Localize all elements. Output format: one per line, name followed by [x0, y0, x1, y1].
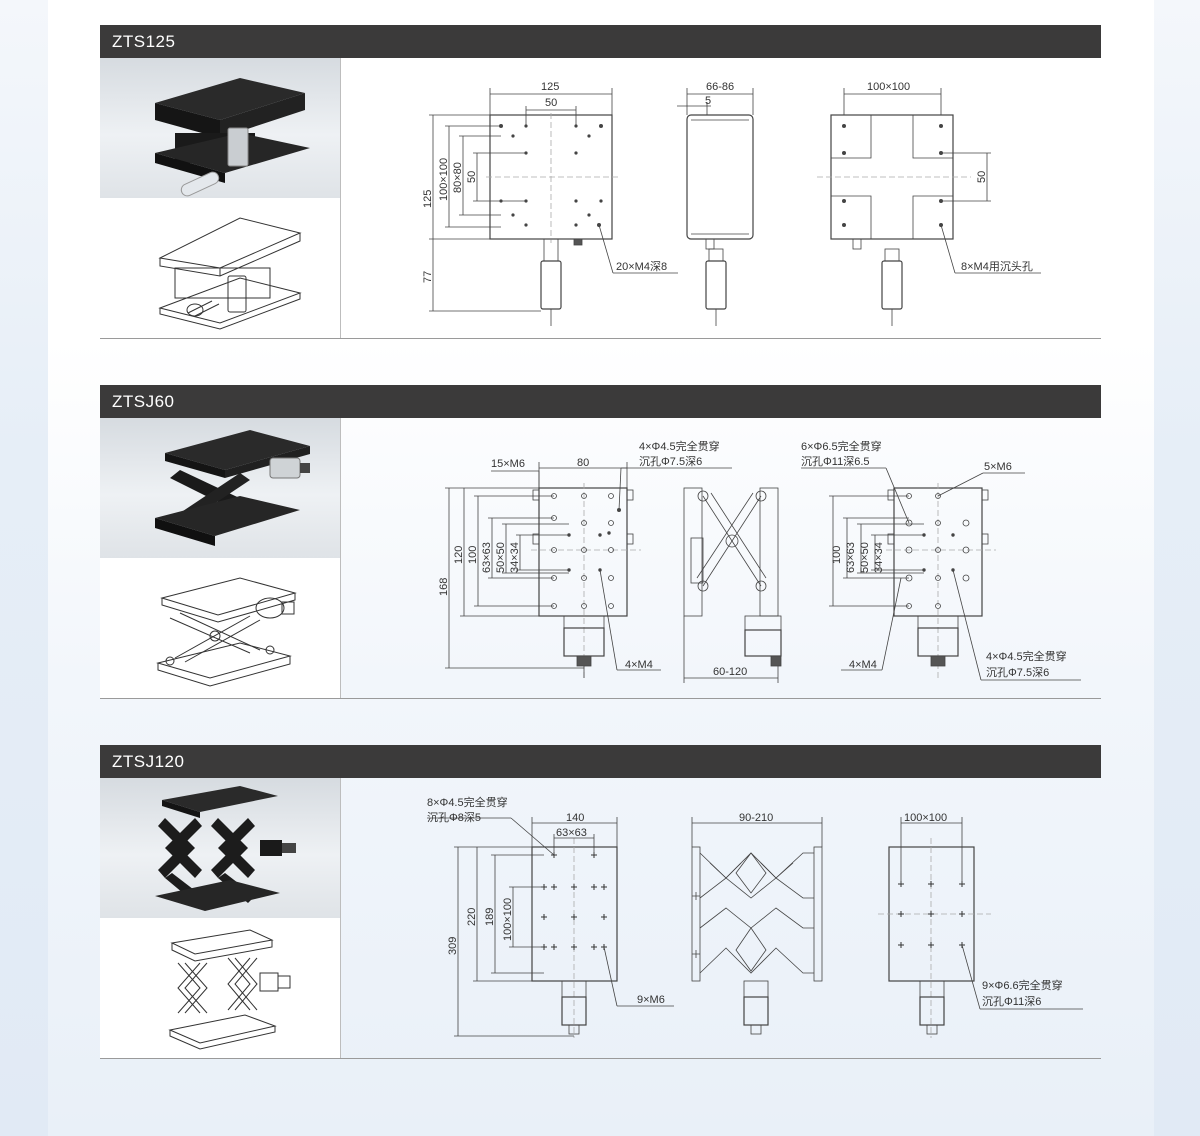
dim-label: 140: [566, 812, 584, 824]
dim-label: 50×50: [495, 542, 507, 573]
section-header: ZTSJ120: [100, 745, 1101, 778]
dim-label: 100×100: [904, 812, 947, 824]
section-header: ZTS125: [100, 25, 1101, 58]
dim-label: 80: [577, 457, 589, 469]
dim-label: 5: [705, 95, 711, 107]
section-title: ZTS125: [112, 32, 176, 51]
dim-label: 100×100: [502, 898, 514, 941]
callout-label: 沉孔Φ7.5深6: [639, 455, 702, 468]
dim-label: 100: [467, 546, 479, 564]
product-section-zts125: ZTS125: [100, 25, 1101, 340]
dim-label: 309: [447, 937, 459, 955]
callout-label: 9×Φ6.6完全贯穿: [982, 978, 1063, 992]
dim-label: 220: [466, 908, 478, 926]
technical-drawing: 125 50 125 100×100 80×80 50 77 20×M4深8 6…: [341, 58, 1101, 338]
dim-label: 100: [831, 546, 843, 564]
dim-label: 100×100: [867, 81, 910, 93]
callout-label: 沉孔Φ11深6: [982, 995, 1041, 1008]
dim-label: 60-120: [713, 666, 747, 678]
dim-label: 90-210: [739, 812, 773, 824]
callout-label: 5×M6: [984, 461, 1012, 473]
dim-label: 50: [545, 97, 557, 109]
section-bottom-rule: [100, 698, 1101, 699]
dim-label: 125: [541, 81, 559, 93]
product-lineart-photo: [100, 918, 340, 1058]
section-bottom-rule: [100, 338, 1101, 339]
dim-label: 50: [466, 171, 478, 183]
dim-label: 66-86: [706, 81, 734, 93]
callout-label: 4×Φ4.5完全贯穿: [986, 649, 1067, 663]
technical-drawing: 8×Φ4.5完全贯穿 沉孔Φ8深5 140 63×63 309 220 189 …: [341, 778, 1101, 1058]
callout-label: 4×M4: [625, 659, 653, 671]
dim-label: 77: [422, 271, 434, 283]
callout-label: 8×Φ4.5完全贯穿: [427, 795, 508, 809]
product-lineart-photo: [100, 198, 340, 338]
dim-label: 168: [438, 578, 450, 596]
section-title: ZTSJ120: [112, 752, 185, 771]
dim-label: 34×34: [873, 542, 885, 573]
section-title: ZTSJ60: [112, 392, 175, 411]
dim-label: 63×63: [556, 827, 587, 839]
product-render-photo: [100, 418, 340, 558]
callout-label: 沉孔Φ11深6.5: [801, 455, 870, 468]
section-header: ZTSJ60: [100, 385, 1101, 418]
dim-label: 50×50: [859, 542, 871, 573]
section-bottom-rule: [100, 1058, 1101, 1059]
callout-label: 沉孔Φ8深5: [427, 811, 481, 824]
callout-label: 4×Φ4.5完全贯穿: [639, 439, 720, 453]
dim-label: 120: [453, 546, 465, 564]
dim-label: 34×34: [509, 542, 521, 573]
dim-label: 189: [484, 908, 496, 926]
product-render-photo: [100, 778, 340, 918]
dim-label: 80×80: [452, 162, 464, 193]
product-section-ztsj60: ZTSJ60: [100, 385, 1101, 700]
dim-label: 63×63: [845, 542, 857, 573]
dim-label: 15×M6: [491, 458, 525, 470]
callout-label: 9×M6: [637, 994, 665, 1006]
column-divider: [340, 418, 341, 698]
callout-label: 沉孔Φ7.5深6: [986, 666, 1049, 679]
dim-label: 125: [422, 190, 434, 208]
dim-label: 63×63: [481, 542, 493, 573]
column-divider: [340, 58, 341, 338]
technical-drawing: 15×M6 80 4×Φ4.5完全贯穿 沉孔Φ7.5深6 168 120 100…: [341, 418, 1101, 698]
product-lineart-photo: [100, 558, 340, 698]
callout-label: 20×M4深8: [616, 260, 667, 273]
callout-label: 6×Φ6.5完全贯穿: [801, 439, 882, 453]
product-section-ztsj120: ZTSJ120: [100, 745, 1101, 1060]
callout-label: 4×M4: [849, 659, 877, 671]
callout-label: 8×M4用沉头孔: [961, 260, 1033, 273]
product-render-photo: [100, 58, 340, 198]
column-divider: [340, 778, 341, 1058]
dim-label: 100×100: [438, 158, 450, 201]
dim-label: 50: [976, 171, 988, 183]
